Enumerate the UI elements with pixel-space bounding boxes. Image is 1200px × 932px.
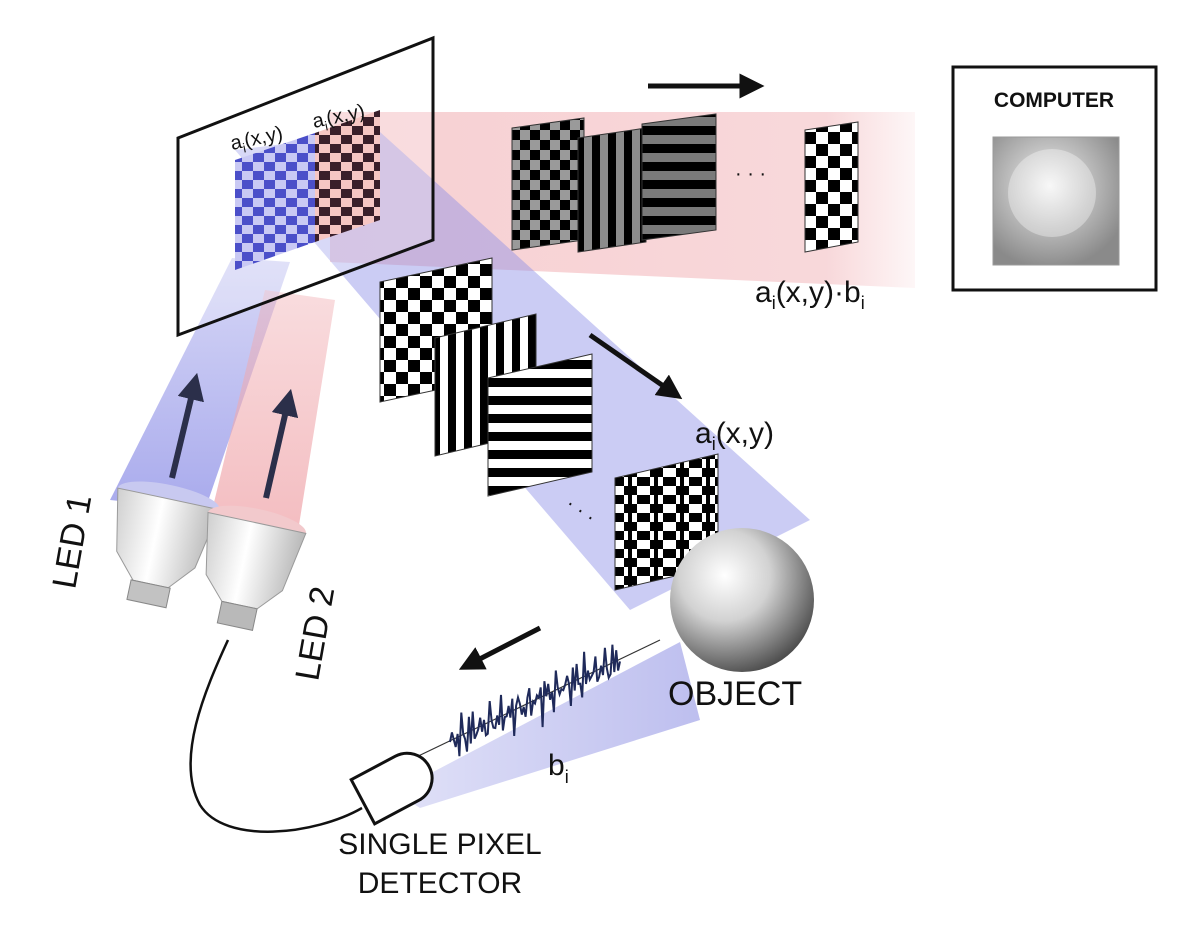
detector-beam (395, 642, 700, 808)
detector-label-line2: DETECTOR (358, 867, 522, 900)
led2-label: LED 2 (288, 584, 342, 684)
object-sphere (670, 528, 814, 672)
led2-beam (205, 290, 335, 550)
pattern-top-1 (511, 117, 585, 251)
product-label: ai(x,y)·bi (755, 276, 865, 313)
pattern-label: ai(x,y) (695, 417, 774, 454)
arrow-up-icon-led2 (263, 388, 299, 499)
reconstructed-sphere (1008, 149, 1096, 237)
detector-icon (349, 751, 434, 826)
object-label: OBJECT (668, 675, 802, 713)
pattern-top-2 (577, 127, 647, 253)
computer-label: COMPUTER (994, 89, 1114, 112)
dmd-pattern-blue (235, 133, 315, 270)
led1-label: LED 1 (45, 492, 99, 592)
pattern-3 (487, 353, 593, 497)
reconstructed-image (992, 136, 1120, 266)
detector-cable (189, 639, 363, 833)
arrow-down-right-icon (588, 332, 683, 400)
led-bulb-icon-1 (116, 481, 221, 609)
arrow-left-icon (458, 625, 542, 670)
detector-label-line1: SINGLE PIXEL (338, 828, 541, 861)
top-ellipsis: · · · (735, 163, 766, 185)
arrow-up-icon-led1 (169, 372, 204, 479)
dmd-pattern-red (315, 110, 380, 242)
signal-label: bi (548, 749, 569, 787)
pattern-top-3 (641, 113, 717, 241)
pattern-stream-top (511, 113, 859, 253)
signal-waveform (409, 639, 661, 761)
led-bulb-icon-2 (205, 505, 307, 631)
pattern-top-last (804, 121, 859, 253)
